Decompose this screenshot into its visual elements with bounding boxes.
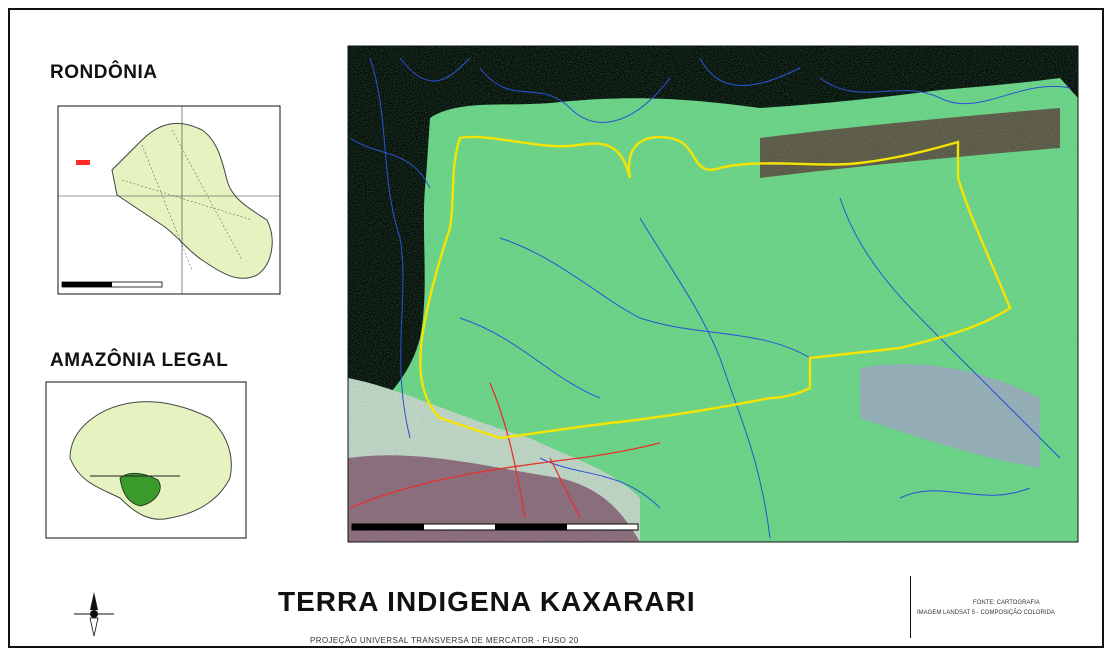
texture-overlay — [348, 46, 1078, 542]
scale-bar — [351, 523, 639, 531]
rondonia-state-shape — [111, 122, 273, 279]
amazonia-inset[interactable] — [40, 378, 252, 542]
rondonia-internal-lines — [121, 129, 253, 271]
rondonia-inset-title: RONDÔNIA — [50, 62, 158, 83]
amazonia-inset-title: AMAZÔNIA LEGAL — [50, 350, 229, 371]
map-title: TERRA INDIGENA KAXARARI — [278, 586, 696, 617]
rondonia-inset[interactable] — [52, 100, 288, 300]
boundary-dashed-segment — [809, 177, 1012, 388]
map-sheet: RONDÔNIA AMAZÔNIA LEGAL TERRA INDIGENA K… — [8, 8, 1104, 648]
credits-box: FONTE: CARTOGRAFIA IMAGEM LANDSAT 5 - CO… — [910, 576, 1101, 638]
map-ticks — [347, 45, 1079, 543]
roads — [349, 382, 661, 519]
north-arrow-icon — [74, 592, 114, 637]
rondonia-highlight — [119, 472, 161, 507]
map-projection-subtitle: PROJEÇÃO UNIVERSAL TRANSVERSA DE MERCATO… — [310, 636, 579, 645]
satellite-map[interactable] — [340, 38, 1090, 554]
location-marker — [76, 160, 90, 165]
credits-line-1: FONTE: CARTOGRAFIA — [973, 600, 1040, 606]
amazonia-region-shape — [69, 401, 232, 520]
credits-line-2: IMAGEM LANDSAT 5 - COMPOSIÇÃO COLORIDA — [917, 610, 1055, 616]
rivers — [349, 57, 1071, 539]
